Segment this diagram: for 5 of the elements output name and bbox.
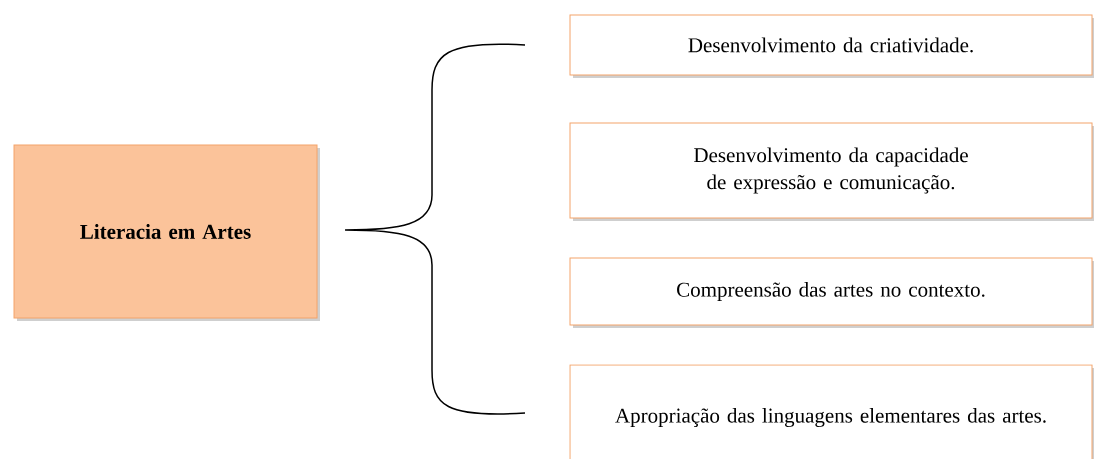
item-box: Desenvolvimento da criatividade. — [569, 14, 1094, 78]
item-box: Desenvolvimento da capacidade de expressão e comunicação. — [569, 122, 1094, 221]
item-box: Apropriação das linguagens elementares das artes. — [569, 364, 1094, 459]
item-box: Compreensão das artes no contexto. — [569, 257, 1094, 328]
topic-box: Literacia em Artes — [13, 144, 320, 321]
